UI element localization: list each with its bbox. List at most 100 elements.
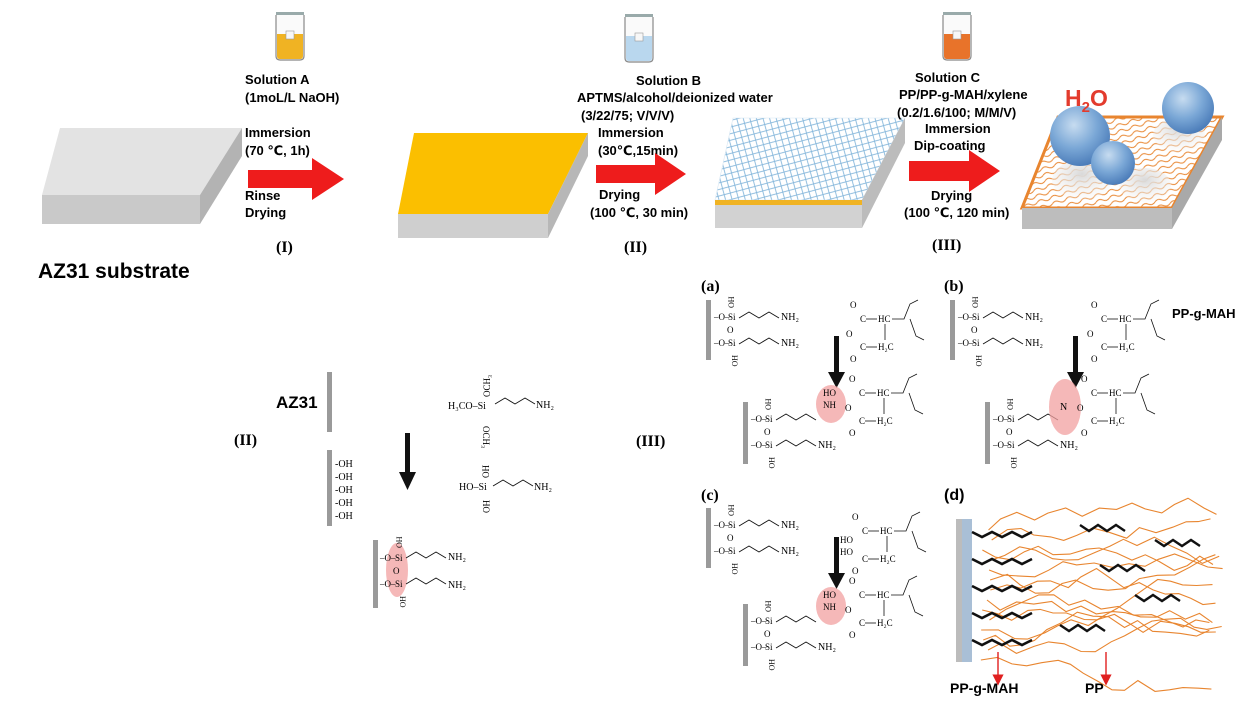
carbonyl-o: O xyxy=(852,512,859,522)
nh-label: NH xyxy=(823,602,836,612)
hc-atom: HC xyxy=(878,314,891,324)
nh2-label: NH₂ xyxy=(818,642,836,653)
step-3-arrow xyxy=(909,150,1000,192)
step-1-roman: (I) xyxy=(276,239,293,256)
surface-bar xyxy=(985,402,990,464)
c-atom: C xyxy=(862,554,868,564)
pp-chain xyxy=(989,594,1210,628)
o-bond: –O– xyxy=(713,312,730,322)
svg-text:HO: HO xyxy=(398,596,407,608)
solution-a-name: Solution A xyxy=(245,72,310,87)
solution-c-detail-2: (0.2/1.6/100; M/M/V) xyxy=(897,105,1016,120)
c-atom: C xyxy=(859,618,865,628)
reaction-highlight xyxy=(816,385,846,423)
pp-backbone xyxy=(909,318,925,341)
si-atom: Si xyxy=(728,338,736,348)
pp-chain xyxy=(988,497,1217,531)
c-atom: C xyxy=(862,526,868,536)
pp-chain xyxy=(988,553,1223,578)
o-atom: O xyxy=(727,533,734,543)
c-atom: C xyxy=(860,342,866,352)
grafted-nh2-1: NH₂ xyxy=(448,552,466,563)
grafted-bar xyxy=(373,540,378,608)
c-atom: C xyxy=(859,388,865,398)
step-3-process-2: Dip-coating xyxy=(914,138,986,153)
alkyl-chain xyxy=(775,615,817,623)
o-bond: –O– xyxy=(992,440,1009,450)
o-bond: –O– xyxy=(957,312,974,322)
superhydrophobic-plate xyxy=(1019,82,1225,229)
nh2-label: NH₂ xyxy=(781,520,799,531)
c-atom: C xyxy=(1091,416,1097,426)
hydroxyl-5: -OH xyxy=(335,511,353,522)
c-atom: C xyxy=(860,314,866,324)
silanol-left: HO–Si xyxy=(459,482,487,493)
silane-plate xyxy=(714,117,906,228)
solution-b-name: Solution B xyxy=(636,73,701,88)
ring-o: O xyxy=(1087,329,1094,339)
carbonyl-o: O xyxy=(1091,354,1098,364)
pp-chain xyxy=(980,656,1212,692)
reaction-arrow xyxy=(1073,336,1078,372)
alkyl-chain xyxy=(982,311,1024,319)
pp-backbone xyxy=(1133,299,1160,320)
hydroxyl-bar xyxy=(327,450,332,526)
hydroxyl-1: -OH xyxy=(335,459,353,470)
pp-g-mah-chain xyxy=(971,584,1033,593)
alkyl-chain xyxy=(982,337,1024,345)
reaction-highlight xyxy=(1049,379,1081,435)
ho-label: HO xyxy=(840,535,853,545)
si-atom: Si xyxy=(728,520,736,530)
solution-a-detail: (1moL/L NaOH) xyxy=(245,90,339,105)
droplet-2 xyxy=(1091,141,1135,185)
step-2-process-1: Immersion xyxy=(598,125,664,140)
grafted-si-1: Si xyxy=(395,553,403,563)
pp-g-mah-chain xyxy=(971,638,1033,647)
o-bond: –O– xyxy=(750,616,767,626)
hydroxyl-4: -OH xyxy=(335,498,353,509)
svg-text:–O–: –O– xyxy=(379,553,396,563)
silanol-top: OH xyxy=(481,465,491,478)
alkyl-chain xyxy=(775,413,817,421)
surface-bar xyxy=(743,402,748,464)
pp-g-mah-chain xyxy=(971,557,1033,566)
reaction-arrow-ii xyxy=(405,433,410,473)
step-1: Solution A (1moL/L NaOH) Immersion (70 ℃… xyxy=(245,12,344,256)
oh-label: OH xyxy=(971,296,980,308)
hc-atom: HC xyxy=(877,388,890,398)
nh2-label: NH₂ xyxy=(1025,312,1043,323)
panel-c-label: (c) xyxy=(701,487,719,504)
step-2: Solution B APTMS/alcohol/deionized water… xyxy=(577,14,773,256)
o-atom: O xyxy=(727,325,734,335)
step-3-roman: (III) xyxy=(932,237,961,254)
ho-label: HO xyxy=(974,355,983,367)
aptms-nh2: NH₂ xyxy=(536,400,554,411)
step-1-process-4: Drying xyxy=(245,205,286,220)
aptms-left: H₃CO–Si xyxy=(448,401,486,412)
ring-o: O xyxy=(845,403,852,413)
alkyl-chain xyxy=(775,439,817,447)
aptms-top: OCH₃ xyxy=(482,375,492,397)
h2c-atom: H₂C xyxy=(1109,416,1125,426)
nh2-label: NH₂ xyxy=(818,440,836,451)
pp-g-mah-chain xyxy=(1134,593,1181,603)
pp-backbone xyxy=(1140,392,1156,415)
nh2-label: NH₂ xyxy=(781,312,799,323)
carbonyl-o: O xyxy=(849,630,856,640)
step-3-process-4: (100 ℃, 120 min) xyxy=(904,205,1009,220)
pp-chain xyxy=(991,536,1220,565)
o-bond: –O– xyxy=(750,414,767,424)
reaction-arrowhead xyxy=(1067,372,1084,388)
si-atom: Si xyxy=(728,546,736,556)
pp-chain xyxy=(987,617,1222,655)
o-atom: O xyxy=(764,427,771,437)
alkyl-chain xyxy=(1017,439,1059,447)
pp-g-mah-label-d: PP-g-MAH xyxy=(950,680,1018,696)
scheme-ii-roman: (II) xyxy=(234,432,257,449)
alkyl-chain xyxy=(775,641,817,649)
nh2-label: NH₂ xyxy=(781,338,799,349)
pp-g-mah-chain xyxy=(1079,523,1126,533)
pp-g-mah-label-b: PP-g-MAH xyxy=(1172,306,1236,321)
